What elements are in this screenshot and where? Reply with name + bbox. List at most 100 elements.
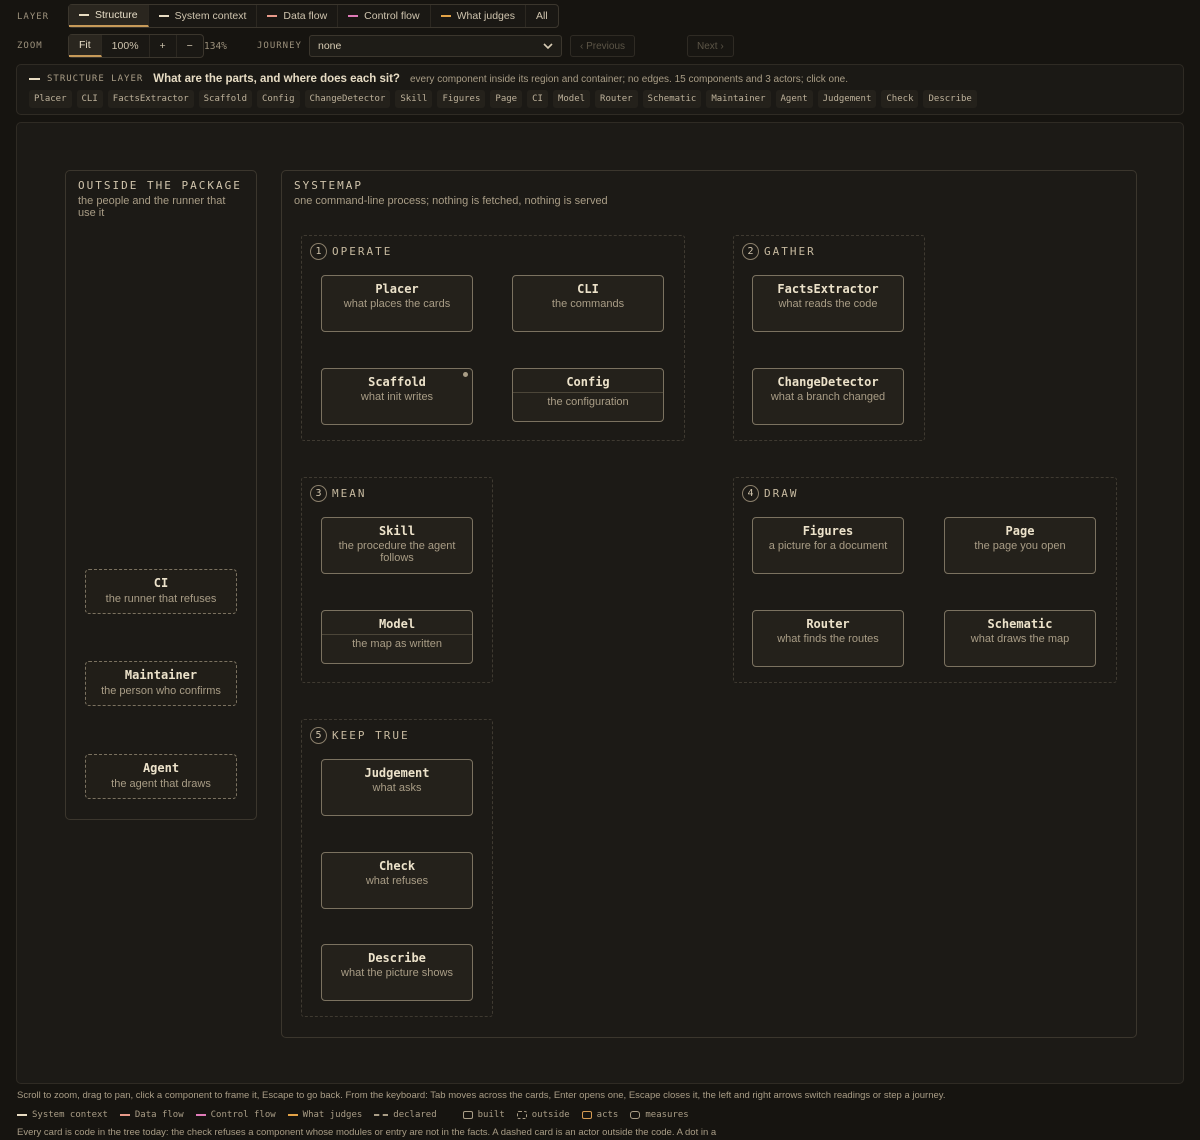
- card-figures[interactable]: Figures a picture for a document: [752, 517, 904, 574]
- chip-placer[interactable]: Placer: [29, 90, 72, 108]
- chip-ci[interactable]: CI: [527, 90, 548, 108]
- card-cli[interactable]: CLI the commands: [512, 275, 664, 332]
- layer-all-label: All: [536, 10, 548, 22]
- actor-name: CI: [153, 576, 169, 590]
- card-config[interactable]: Config the configuration: [512, 368, 664, 422]
- layer-all-tab[interactable]: All: [526, 5, 558, 27]
- card-name: Model: [378, 617, 416, 631]
- chip-cli[interactable]: CLI: [76, 90, 103, 108]
- card-desc: what finds the routes: [777, 633, 879, 645]
- measures-box-icon: [630, 1111, 641, 1119]
- card-check[interactable]: Check what refuses: [321, 852, 473, 909]
- layer-system-context-tab[interactable]: System context: [149, 5, 258, 27]
- card-desc: the map as written: [352, 638, 442, 650]
- legend-control-flow: Control flow: [195, 1110, 276, 1120]
- data-flow-swatch-icon: [267, 15, 278, 17]
- previous-button[interactable]: ‹ Previous: [570, 35, 636, 57]
- layer-tag-label: STRUCTURE LAYER: [47, 74, 144, 84]
- actor-name: Maintainer: [124, 668, 198, 682]
- solid-box-icon: [462, 1111, 473, 1119]
- layer-what-judges-label: What judges: [456, 10, 515, 22]
- card-judgement[interactable]: Judgement what asks: [321, 759, 473, 816]
- zoom-100-button[interactable]: 100%: [102, 35, 150, 57]
- actor-agent[interactable]: Agent the agent that draws: [85, 754, 237, 799]
- chip-describe[interactable]: Describe: [923, 90, 977, 108]
- layer-description: every component inside its region and co…: [409, 73, 849, 85]
- zoom-fit-button[interactable]: Fit: [69, 35, 102, 57]
- systemap-panel: SYSTEMAP one command-line process; nothi…: [281, 170, 1137, 1038]
- card-name: Placer: [375, 282, 419, 296]
- actor-ci[interactable]: CI the runner that refuses: [85, 569, 237, 614]
- card-name: Skill: [378, 524, 416, 538]
- chip-router[interactable]: Router: [595, 90, 638, 108]
- legend-built: built: [462, 1110, 505, 1120]
- card-page[interactable]: Page the page you open: [944, 517, 1096, 574]
- card-schematic[interactable]: Schematic what draws the map: [944, 610, 1096, 667]
- chip-page[interactable]: Page: [490, 90, 523, 108]
- card-desc: the page you open: [974, 540, 1066, 552]
- layer-control-flow-tab[interactable]: Control flow: [338, 5, 431, 27]
- region-number: 2: [742, 243, 759, 260]
- chip-skill[interactable]: Skill: [395, 90, 433, 108]
- region-label: DRAW: [764, 487, 799, 500]
- card-desc: what reads the code: [778, 298, 878, 310]
- card-factsextractor[interactable]: FactsExtractor what reads the code: [752, 275, 904, 332]
- region-draw: 4 DRAW: [733, 477, 1117, 683]
- legend: System context Data flow Control flow Wh…: [17, 1110, 689, 1120]
- chip-model[interactable]: Model: [552, 90, 591, 108]
- chip-schematic[interactable]: Schematic: [642, 90, 702, 108]
- card-desc: a picture for a document: [768, 540, 888, 552]
- region-gather: 2 GATHER: [733, 235, 925, 441]
- card-describe[interactable]: Describe what the picture shows: [321, 944, 473, 1001]
- region-label: KEEP TRUE: [332, 729, 410, 742]
- legend-label: declared: [393, 1110, 437, 1120]
- layer-label: LAYER: [17, 12, 50, 22]
- card-name: Config: [566, 375, 610, 389]
- card-skill[interactable]: Skill the procedure the agent follows: [321, 517, 473, 574]
- card-scaffold[interactable]: Scaffold what init writes: [321, 368, 473, 425]
- chip-judgement[interactable]: Judgement: [817, 90, 877, 108]
- chip-factsextractor[interactable]: FactsExtractor: [107, 90, 194, 108]
- dashed-box-icon: [516, 1111, 527, 1119]
- legend-label: Data flow: [134, 1110, 184, 1120]
- control-flow-swatch-icon: [348, 15, 359, 17]
- next-button[interactable]: Next ›: [687, 35, 734, 57]
- chip-changedetector[interactable]: ChangeDetector: [304, 90, 391, 108]
- zoom-in-button[interactable]: +: [150, 35, 177, 57]
- legend-label: What judges: [302, 1110, 363, 1120]
- card-name: Describe: [368, 951, 426, 965]
- card-changedetector[interactable]: ChangeDetector what a branch changed: [752, 368, 904, 425]
- layer-structure-tab[interactable]: Structure: [69, 5, 149, 27]
- card-desc: what places the cards: [343, 298, 451, 310]
- chip-config[interactable]: Config: [257, 90, 300, 108]
- chip-maintainer[interactable]: Maintainer: [706, 90, 771, 108]
- layer-what-judges-tab[interactable]: What judges: [431, 5, 526, 27]
- layer-data-flow-tab[interactable]: Data flow: [257, 5, 339, 27]
- card-placer[interactable]: Placer what places the cards: [321, 275, 473, 332]
- card-desc: the commands: [551, 298, 625, 310]
- region-number: 5: [310, 727, 327, 744]
- chip-check[interactable]: Check: [881, 90, 919, 108]
- what-judges-swatch-icon: [440, 15, 451, 17]
- region-label: GATHER: [764, 245, 816, 258]
- structure-swatch-icon: [79, 14, 89, 16]
- card-desc: what refuses: [365, 875, 429, 887]
- actor-desc: the person who confirms: [101, 685, 221, 697]
- card-model[interactable]: Model the map as written: [321, 610, 473, 664]
- actor-name: Agent: [142, 761, 180, 775]
- region-draw-title: 4 DRAW: [742, 485, 799, 502]
- card-router[interactable]: Router what finds the routes: [752, 610, 904, 667]
- actor-maintainer[interactable]: Maintainer the person who confirms: [85, 661, 237, 706]
- dashed-line-icon: [374, 1114, 389, 1116]
- layer-switcher: Structure System context Data flow Contr…: [68, 4, 559, 28]
- status-dot-icon: [463, 372, 468, 377]
- journey-select[interactable]: none: [309, 35, 562, 57]
- region-keep-true: 5 KEEP TRUE: [301, 719, 493, 1017]
- chip-scaffold[interactable]: Scaffold: [198, 90, 252, 108]
- legend-outside: outside: [516, 1110, 570, 1120]
- layer-question: What are the parts, and where does each …: [153, 73, 400, 85]
- zoom-out-button[interactable]: −: [186, 40, 193, 52]
- chip-agent[interactable]: Agent: [775, 90, 813, 108]
- diagram-canvas[interactable]: OUTSIDE THE PACKAGE the people and the r…: [16, 122, 1184, 1084]
- chip-figures[interactable]: Figures: [437, 90, 486, 108]
